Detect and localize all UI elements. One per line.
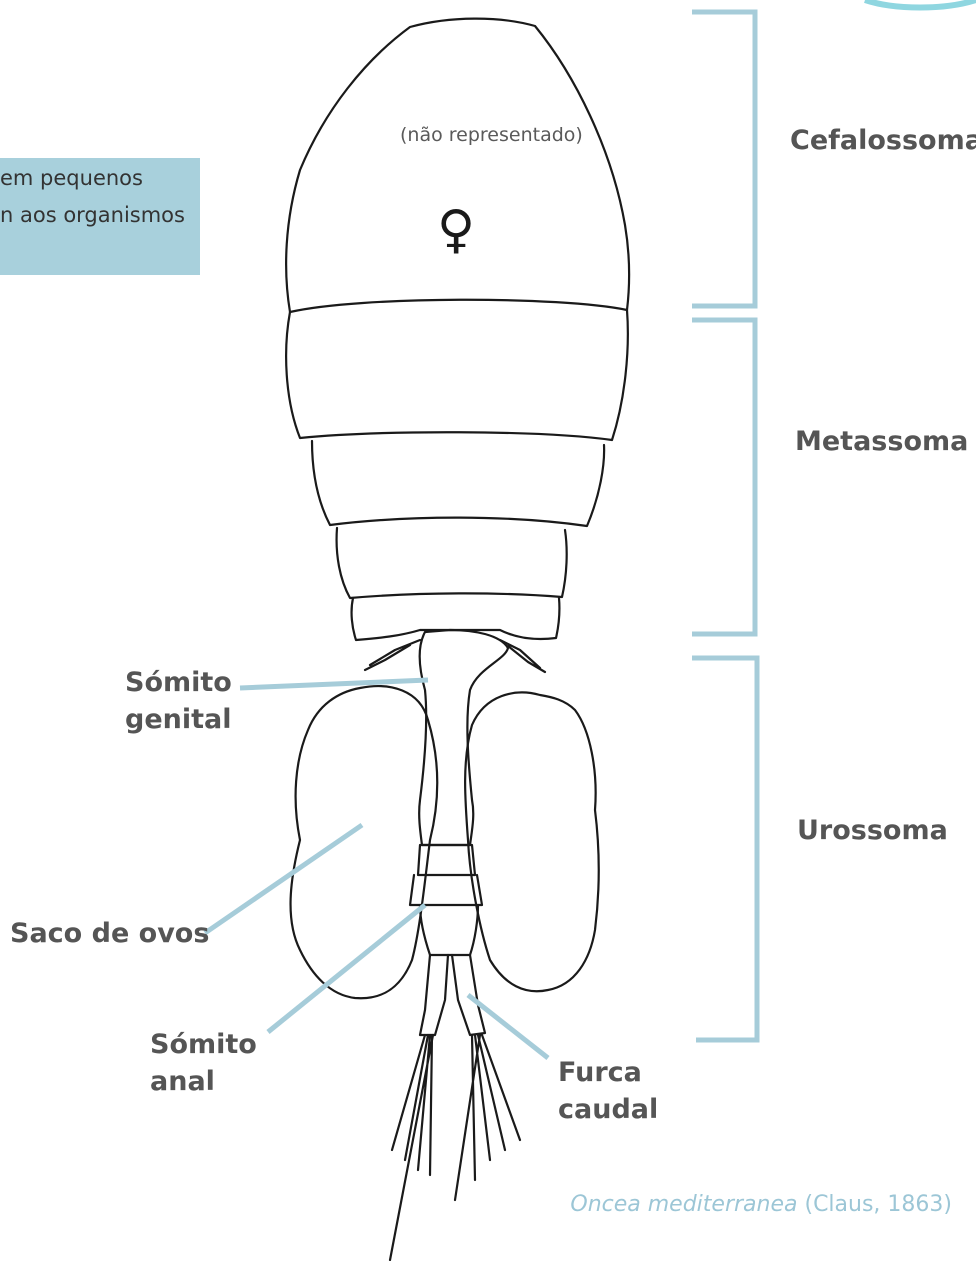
info-box: em pequenos n aos organismos	[0, 158, 200, 275]
label-anal-somite-2: anal	[150, 1063, 215, 1100]
species-name: Oncea mediterranea	[570, 1192, 797, 1217]
label-genital-somite-1: Sómito	[125, 664, 232, 701]
leg-left	[365, 640, 420, 670]
metasome-segment-3	[337, 528, 567, 598]
label-anal-somite-1: Sómito	[150, 1026, 257, 1063]
bracket-metasome	[692, 320, 755, 634]
label-urosome: Urossoma	[797, 812, 948, 849]
label-metasome: Metassoma	[795, 423, 968, 460]
egg-sac-right	[465, 693, 599, 992]
anal-somite	[420, 905, 478, 955]
metasome-segment-4	[352, 598, 560, 640]
species-authority: (Claus, 1863)	[804, 1192, 952, 1217]
info-box-line-1: em pequenos	[0, 166, 143, 190]
leader-caudal-furca	[468, 995, 548, 1058]
label-caudal-furca-2: caudal	[558, 1091, 658, 1128]
cephalosome-outline	[286, 19, 629, 312]
leader-genital-somite	[240, 680, 428, 688]
not-represented-note: (não representado)	[400, 124, 583, 146]
leader-egg-sac	[205, 825, 362, 933]
furca-left	[420, 955, 448, 1035]
bracket-urosome	[692, 658, 757, 1040]
bracket-cephalosome	[692, 12, 755, 306]
metasome-segment-2	[312, 441, 604, 526]
label-cephalosome: Cefalossoma	[790, 122, 976, 159]
label-caudal-furca-1: Furca	[558, 1054, 642, 1091]
caudal-setae	[390, 1035, 520, 1260]
label-genital-somite-2: genital	[125, 701, 232, 738]
species-caption: Oncea mediterranea (Claus, 1863)	[570, 1192, 952, 1217]
female-symbol: ♀	[437, 200, 475, 260]
label-egg-sac: Saco de ovos	[10, 915, 209, 952]
info-box-line-2: n aos organismos	[0, 203, 185, 227]
corner-accent	[865, 0, 976, 8]
metasome-segment-1	[286, 310, 628, 440]
